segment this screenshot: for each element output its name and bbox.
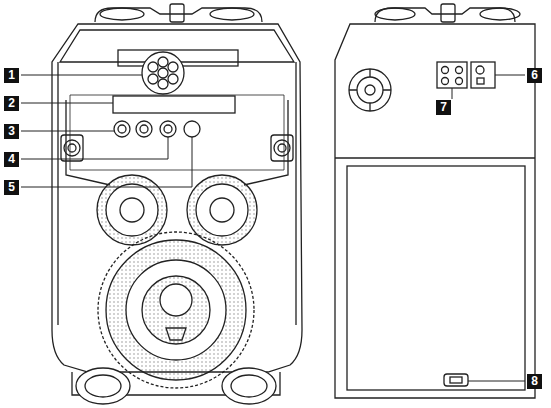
callout-number: 2 [4, 96, 19, 111]
callout-number: 3 [4, 124, 19, 139]
front-view [52, 4, 302, 404]
back-view [335, 4, 535, 398]
callout-number: 1 [4, 68, 19, 83]
callout-number: 8 [527, 374, 542, 389]
leader-lines [21, 75, 525, 381]
callout-number: 4 [4, 152, 19, 167]
callout-number: 5 [4, 180, 19, 195]
callout-number: 7 [436, 100, 451, 115]
callout-number: 6 [527, 68, 542, 83]
